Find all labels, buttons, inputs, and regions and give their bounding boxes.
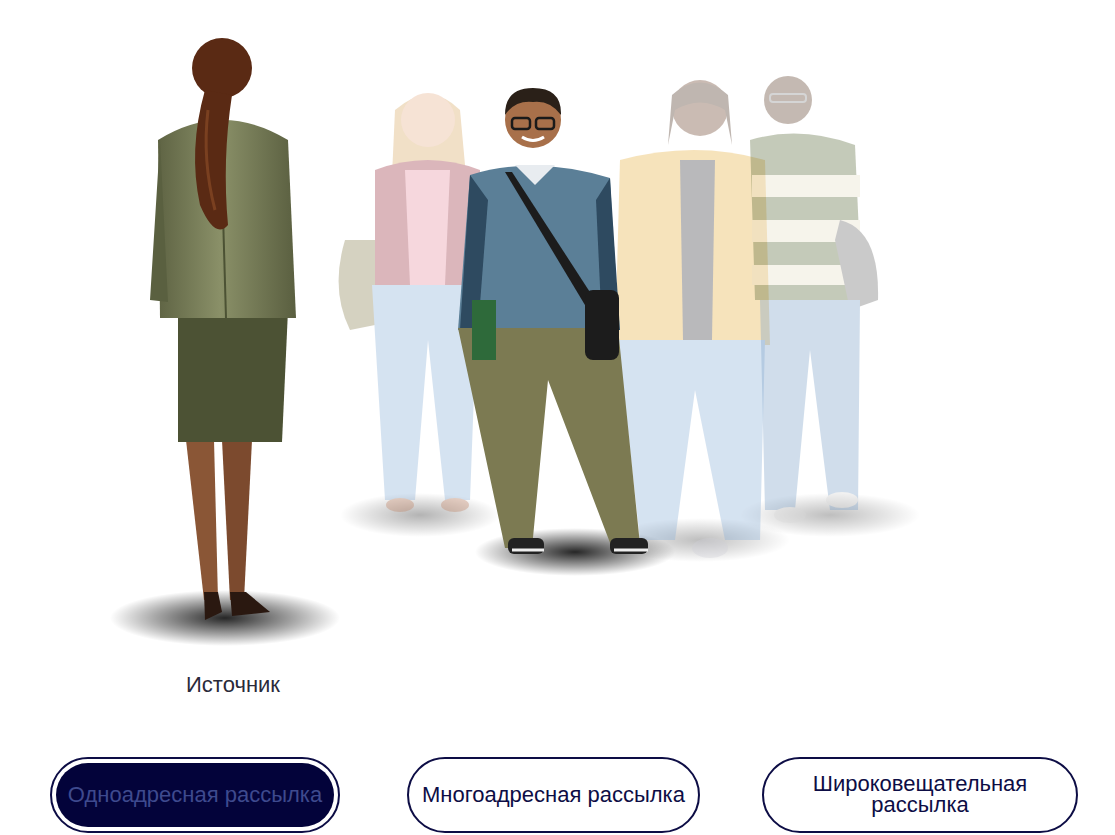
source-figure xyxy=(150,38,296,620)
receiver-figure xyxy=(750,76,878,523)
shadow xyxy=(110,590,340,646)
mode-button: Многоадресная рассылка xyxy=(407,757,700,833)
receiver-figure xyxy=(615,80,770,558)
receiver-figure xyxy=(339,93,480,512)
mode-button: Одноадресная рассылка xyxy=(50,757,340,833)
figure-caption: Источник xyxy=(186,672,280,698)
button-label: Одноадресная рассылка xyxy=(68,785,322,806)
shadow xyxy=(340,493,500,537)
button-label: Многоадресная рассылка xyxy=(422,785,685,806)
receiver-figure xyxy=(458,88,648,554)
button-label: Широковещательная рассылка xyxy=(764,774,1076,816)
mode-button: Широковещательная рассылка xyxy=(762,757,1078,833)
